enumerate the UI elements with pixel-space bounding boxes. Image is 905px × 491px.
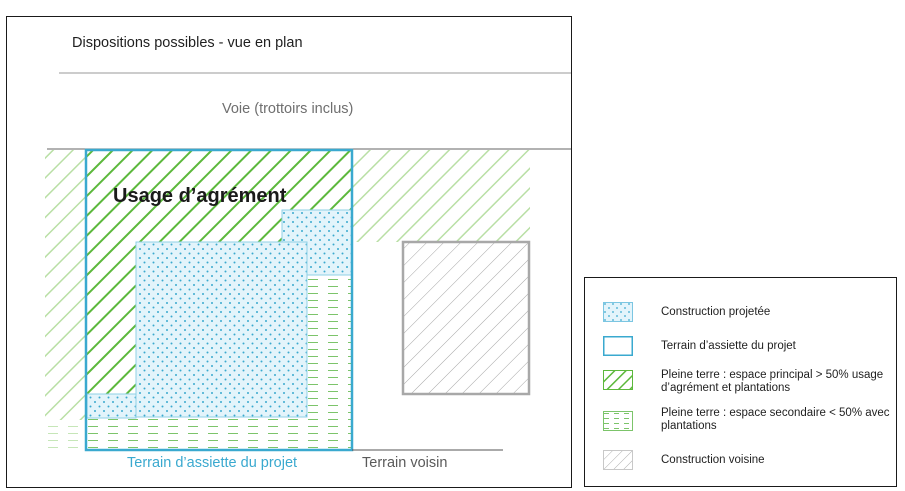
neighbor-construction bbox=[401, 240, 531, 396]
construction-main bbox=[135, 241, 308, 418]
legend-label: Pleine terre : espace principal > 50% us… bbox=[661, 369, 884, 394]
green-dashed-swatch-icon bbox=[603, 411, 633, 431]
left-secondary-greenery bbox=[45, 420, 85, 450]
legend-label: Terrain d’assiette du projet bbox=[661, 340, 796, 352]
legend-label: Construction voisine bbox=[661, 454, 765, 466]
diagram-title: Dispositions possibles - vue en plan bbox=[72, 35, 303, 51]
legend-panel: Construction projetée Terrain d’assiette… bbox=[584, 277, 897, 487]
site-plan-drawing bbox=[45, 72, 571, 452]
plot-outline bbox=[84, 148, 354, 452]
green-hatch-swatch-icon bbox=[603, 370, 633, 390]
agrement-label: Usage d’agrément bbox=[113, 185, 287, 207]
road-label: Voie (trottoirs inclus) bbox=[222, 101, 354, 117]
right-neighbor-greenery bbox=[353, 150, 530, 242]
neighbor-label: Terrain voisin bbox=[362, 455, 448, 471]
dotted-blue-swatch-icon bbox=[603, 302, 633, 322]
construction-small bbox=[86, 393, 137, 419]
legend-label: Construction projetée bbox=[661, 306, 771, 318]
plot-label: Terrain d’assiette du projet bbox=[127, 455, 298, 471]
left-neighbor-greenery bbox=[45, 150, 85, 420]
legend-label: Pleine terre : espace secondaire < 50% a… bbox=[661, 407, 890, 432]
main-greenery-left bbox=[86, 272, 136, 394]
diagram-panel: Dispositions possibles - vue en plan Voi… bbox=[6, 16, 572, 488]
blue-outline-swatch-icon bbox=[603, 336, 633, 356]
grey-hatch-swatch-icon bbox=[603, 450, 633, 470]
secondary-greenery-bottom bbox=[86, 417, 352, 450]
